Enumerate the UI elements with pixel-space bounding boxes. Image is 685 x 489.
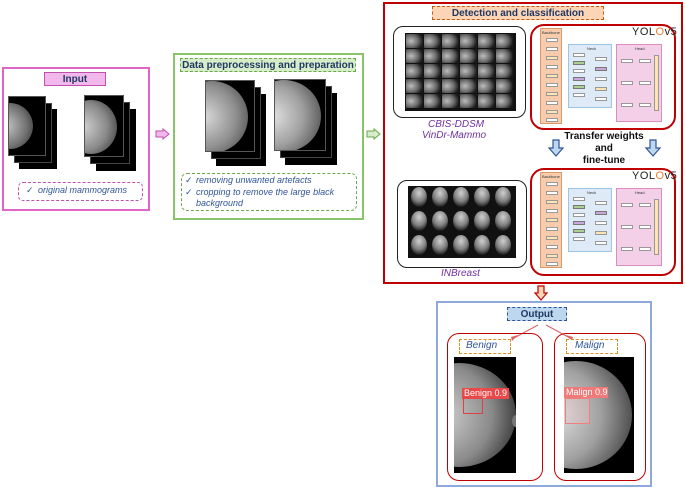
benign-label-box: [459, 339, 511, 354]
model-bottom-name: YOLOv5: [632, 170, 678, 182]
benign-detection-tag: [462, 388, 509, 399]
head-column: Head: [616, 44, 662, 122]
preprocessing-item-text: removing unwanted artefacts: [196, 175, 312, 185]
malign-frame: [554, 333, 646, 481]
neck-column: Neck: [568, 44, 612, 108]
backbone-column: Backbone: [540, 28, 562, 124]
output-title: Output: [507, 307, 567, 321]
arrow-detection-to-output: [533, 285, 549, 301]
dataset-bottom-frame: [397, 180, 527, 268]
benign-detection-box: [463, 398, 483, 414]
transfer-label: Transfer weights and fine-tune: [564, 131, 644, 166]
malign-label: Malign: [575, 340, 605, 351]
model-top-name: YOLOv5: [632, 26, 678, 38]
preprocessing-item-text: background: [196, 198, 244, 208]
dataset-top-thumbnails: [406, 34, 513, 108]
dataset-top-frame: [393, 26, 526, 118]
input-title: Input: [44, 72, 106, 86]
arrow-input-to-prep: [155, 127, 170, 141]
malign-label-box: [566, 339, 618, 354]
benign-frame: [447, 333, 543, 481]
malign-detection-tag: [564, 387, 608, 398]
dataset-bottom-thumbnails: [411, 187, 511, 255]
dataset-top-name-1: CBIS-DDSM: [428, 119, 485, 130]
backbone-column: Backbone: [540, 172, 562, 268]
preprocessing-title: Data preprocessing and preparation: [180, 58, 356, 72]
transfer-arrow-right: [644, 139, 662, 157]
malign-mammogram: [564, 357, 634, 473]
check-mark: ✓: [185, 175, 193, 185]
dataset-top-name-2: VinDr-Mammo: [422, 130, 487, 141]
dataset-bottom-grid: [408, 186, 516, 258]
benign-detection-label: Benign 0.9: [464, 388, 508, 398]
input-description-box: [18, 182, 143, 201]
benign-label: Benign: [466, 340, 498, 351]
malign-detection-box: [565, 398, 590, 424]
dataset-top-grid: [405, 33, 516, 111]
preprocessing-description-box: [181, 173, 357, 211]
benign-mammogram: [454, 357, 516, 473]
neck-column: Neck: [568, 188, 612, 252]
input-item-text: original mammograms: [38, 185, 128, 195]
transfer-arrow-left: [547, 139, 565, 157]
dataset-bottom-name: INBreast: [441, 268, 480, 279]
malign-detection-label: Malign 0.9: [566, 387, 608, 397]
input-check-mark: ✓: [26, 185, 34, 195]
arrow-prep-to-detection: [366, 127, 381, 141]
head-column: Head: [616, 188, 662, 266]
preprocessing-item-text: cropping to remove the large black: [196, 187, 335, 197]
detection-title: Detection and classification: [432, 6, 604, 20]
check-mark: ✓: [185, 187, 193, 197]
